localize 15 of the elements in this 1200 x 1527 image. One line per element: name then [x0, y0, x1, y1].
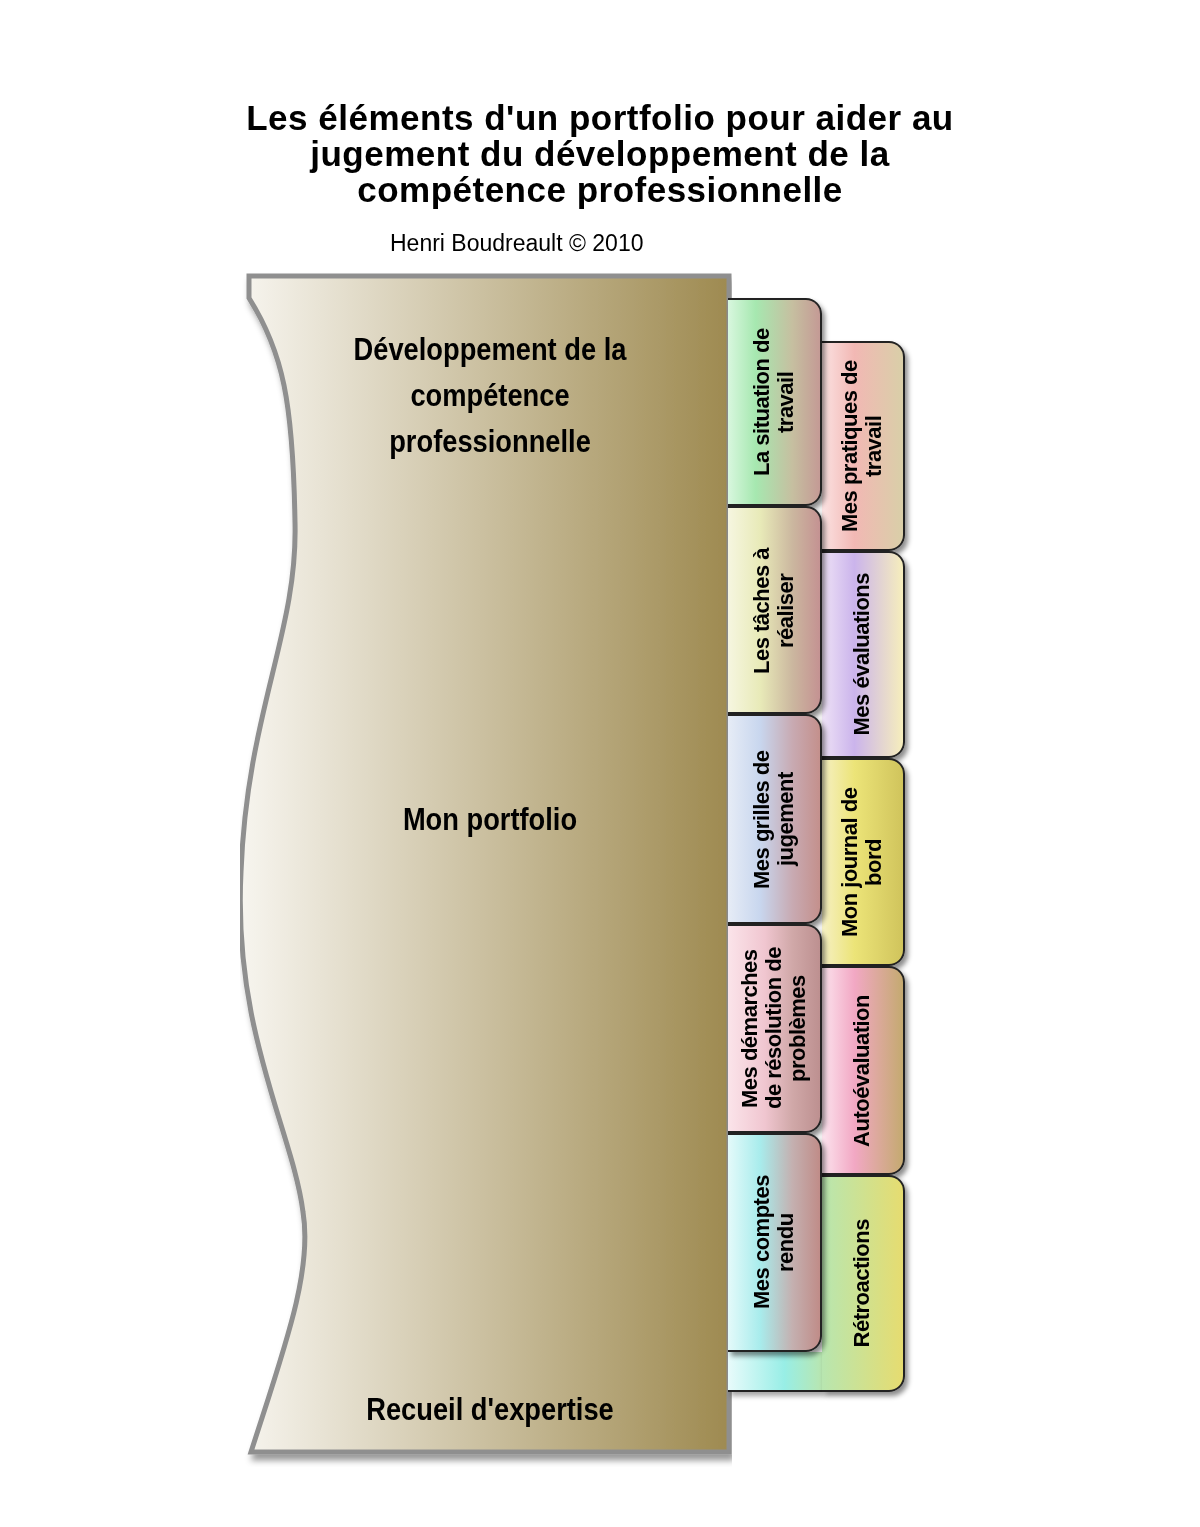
tab-label: Mon journal de bord: [838, 786, 887, 939]
portfolio-title: Mon portfolio: [401, 801, 579, 839]
tab-label: Mes comptes rendu: [749, 1174, 799, 1312]
tab-label: La situation de travail: [749, 327, 799, 478]
diagram-title: Les éléments d'un portfolio pour aider au jugement du développement de la compétence professionnelle: [245, 100, 955, 208]
tab-label: Autoévaluation: [850, 994, 875, 1147]
tab-label: Mes grilles de jugement: [749, 748, 799, 891]
section-heading: Développement de la compétence professionnelle: [352, 331, 628, 461]
tab-label: Mes évaluations: [850, 573, 875, 736]
tab-label: Rétroactions: [850, 1219, 875, 1348]
author-credit: Henri Boudreault © 2010: [390, 230, 644, 257]
tab-label: Mes démarches de résolution de problèmes: [737, 946, 811, 1112]
binder-subtitle: Recueil d'expertise: [365, 1391, 615, 1429]
tab-label: Mes pratiques de travail: [838, 359, 887, 534]
tab-label: Les tâches à réaliser: [749, 545, 799, 676]
